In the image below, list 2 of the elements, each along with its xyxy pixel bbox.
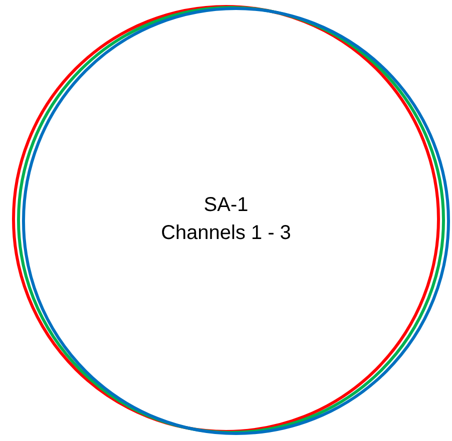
circle-title: SA-1 [204, 193, 248, 218]
circle-subtitle: Channels 1 - 3 [160, 221, 292, 246]
